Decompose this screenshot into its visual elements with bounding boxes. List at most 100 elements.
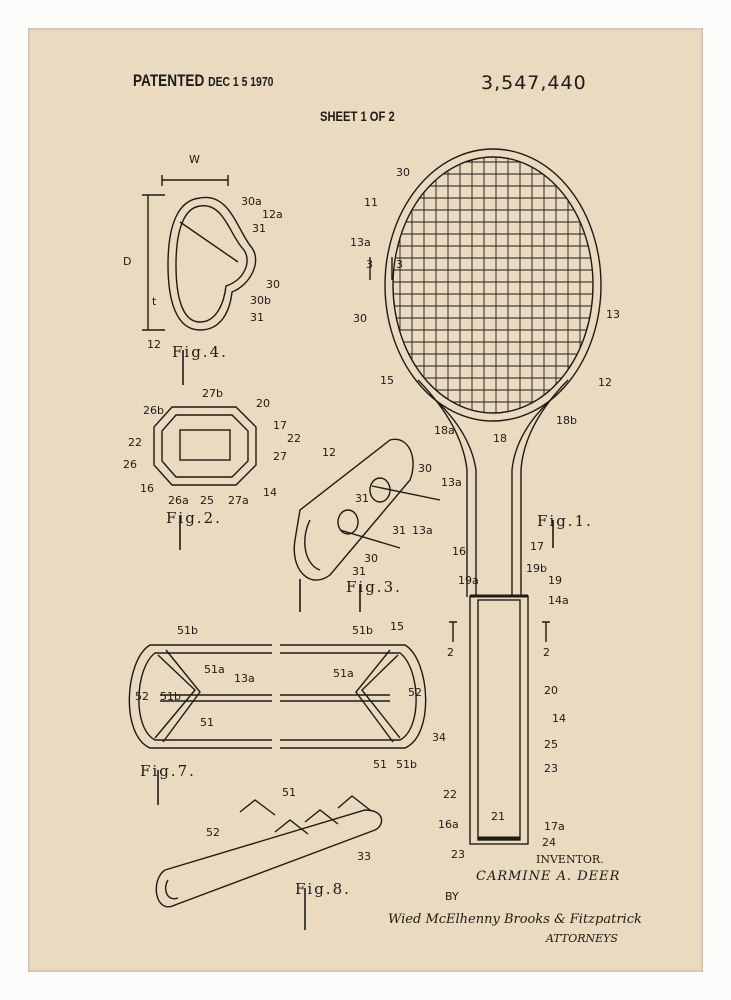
reference-numeral: 13a bbox=[441, 476, 462, 489]
reference-numeral: 30 bbox=[418, 462, 432, 475]
reference-numeral: 19a bbox=[458, 574, 479, 587]
reference-numeral: 51b bbox=[352, 624, 373, 637]
reference-numeral: 18 bbox=[493, 432, 507, 445]
racket-drawing bbox=[369, 148, 602, 845]
reference-numeral: 13 bbox=[606, 308, 620, 321]
reference-numeral: 15 bbox=[380, 374, 394, 387]
reference-numeral: 2 bbox=[543, 646, 550, 659]
reference-numeral: 30a bbox=[241, 195, 262, 208]
fig3-perspective bbox=[293, 438, 441, 581]
reference-numeral: 22 bbox=[287, 432, 301, 445]
reference-numeral: 51b bbox=[396, 758, 417, 771]
reference-numeral: 26a bbox=[168, 494, 189, 507]
inventor-label: INVENTOR. bbox=[536, 853, 604, 866]
reference-numeral: 18b bbox=[556, 414, 577, 427]
reference-numeral: 52 bbox=[408, 686, 422, 699]
reference-numeral: 30 bbox=[396, 166, 410, 179]
reference-numeral: 30b bbox=[250, 294, 271, 307]
reference-numeral: 27 bbox=[273, 450, 287, 463]
fig1-label: Fig.1. bbox=[537, 512, 593, 530]
patent-paper bbox=[28, 28, 703, 972]
reference-numeral: 31 bbox=[252, 222, 266, 235]
reference-numeral: 52 bbox=[135, 690, 149, 703]
reference-numeral: 20 bbox=[544, 684, 558, 697]
reference-numeral: 24 bbox=[542, 836, 556, 849]
reference-numeral: 17 bbox=[530, 540, 544, 553]
reference-numeral: 18a bbox=[434, 424, 455, 437]
reference-numeral: 20 bbox=[256, 397, 270, 410]
reference-numeral: 11 bbox=[364, 196, 378, 209]
fig2-label: Fig.2. bbox=[166, 509, 222, 527]
reference-numeral: 25 bbox=[200, 494, 214, 507]
fig4-cross-section bbox=[142, 175, 257, 331]
reference-numeral: 51 bbox=[373, 758, 387, 771]
reference-numeral: 23 bbox=[544, 762, 558, 775]
by-label: BY bbox=[445, 890, 459, 903]
fig2-cross-section bbox=[153, 406, 257, 486]
reference-numeral: 12 bbox=[598, 376, 612, 389]
reference-numeral: 16a bbox=[438, 818, 459, 831]
fig8-strip bbox=[155, 795, 383, 908]
reference-numeral: 14 bbox=[263, 486, 277, 499]
reference-numeral: 17 bbox=[273, 419, 287, 432]
reference-numeral: 22 bbox=[443, 788, 457, 801]
reference-numeral: 51 bbox=[200, 716, 214, 729]
fig4-label: Fig.4. bbox=[172, 343, 228, 361]
reference-numeral: t bbox=[152, 295, 157, 308]
reference-numeral: 16 bbox=[452, 545, 466, 558]
reference-numeral: 14 bbox=[552, 712, 566, 725]
reference-numeral: 19b bbox=[526, 562, 547, 575]
reference-numeral: W bbox=[189, 153, 200, 166]
reference-numeral: 3 bbox=[366, 258, 373, 271]
reference-numeral: 3 bbox=[396, 258, 403, 271]
reference-numeral: 13a bbox=[350, 236, 371, 249]
reference-numeral: 31 bbox=[392, 524, 406, 537]
reference-numeral: 31 bbox=[250, 311, 264, 324]
reference-numeral: 51a bbox=[333, 667, 354, 680]
reference-numeral: 13a bbox=[412, 524, 433, 537]
reference-numeral: 30 bbox=[353, 312, 367, 325]
reference-numeral: 26 bbox=[123, 458, 137, 471]
reference-numeral: 33 bbox=[357, 850, 371, 863]
reference-numeral: 2 bbox=[447, 646, 454, 659]
patented-label: PATENTED DEC 1 5 1970 bbox=[133, 71, 273, 91]
reference-numeral: 25 bbox=[544, 738, 558, 751]
reference-numeral: 16 bbox=[140, 482, 154, 495]
attorney-signature: Wied McElhenny Brooks & Fitzpatrick bbox=[388, 912, 642, 927]
inventor-name: CARMINE A. DEER bbox=[476, 869, 621, 884]
reference-numeral: 12a bbox=[262, 208, 283, 221]
reference-numeral: 30 bbox=[266, 278, 280, 291]
reference-numeral: 13a bbox=[234, 672, 255, 685]
fig8-label: Fig.8. bbox=[295, 880, 351, 898]
reference-numeral: 12 bbox=[322, 446, 336, 459]
reference-numeral: 23 bbox=[451, 848, 465, 861]
reference-numeral: 12 bbox=[147, 338, 161, 351]
reference-numeral: 31 bbox=[355, 492, 369, 505]
reference-numeral: 14a bbox=[548, 594, 569, 607]
attorneys-label: ATTORNEYS bbox=[546, 932, 618, 945]
reference-numeral: 21 bbox=[491, 810, 505, 823]
patent-date: DEC 1 5 1970 bbox=[208, 74, 274, 89]
fig7-frame-ends bbox=[128, 644, 427, 749]
reference-numeral: 52 bbox=[206, 826, 220, 839]
fig3-label: Fig.3. bbox=[346, 578, 402, 596]
reference-numeral: 51 bbox=[282, 786, 296, 799]
patented-text: PATENTED bbox=[133, 71, 205, 90]
reference-numeral: 19 bbox=[548, 574, 562, 587]
reference-numeral: 27a bbox=[228, 494, 249, 507]
reference-numeral: D bbox=[123, 255, 132, 268]
fig7-label: Fig.7. bbox=[140, 762, 196, 780]
reference-numeral: 15 bbox=[390, 620, 404, 633]
reference-numeral: 22 bbox=[128, 436, 142, 449]
sheet-number: SHEET 1 OF 2 bbox=[320, 108, 395, 124]
reference-numeral: 27b bbox=[202, 387, 223, 400]
patent-number: 3,547,440 bbox=[481, 72, 587, 94]
reference-numeral: 51b bbox=[160, 690, 181, 703]
reference-numeral: 51b bbox=[177, 624, 198, 637]
reference-numeral: 51a bbox=[204, 663, 225, 676]
reference-numeral: 31 bbox=[352, 565, 366, 578]
reference-numeral: 17a bbox=[544, 820, 565, 833]
reference-numeral: 26b bbox=[143, 404, 164, 417]
reference-numeral: 30 bbox=[364, 552, 378, 565]
